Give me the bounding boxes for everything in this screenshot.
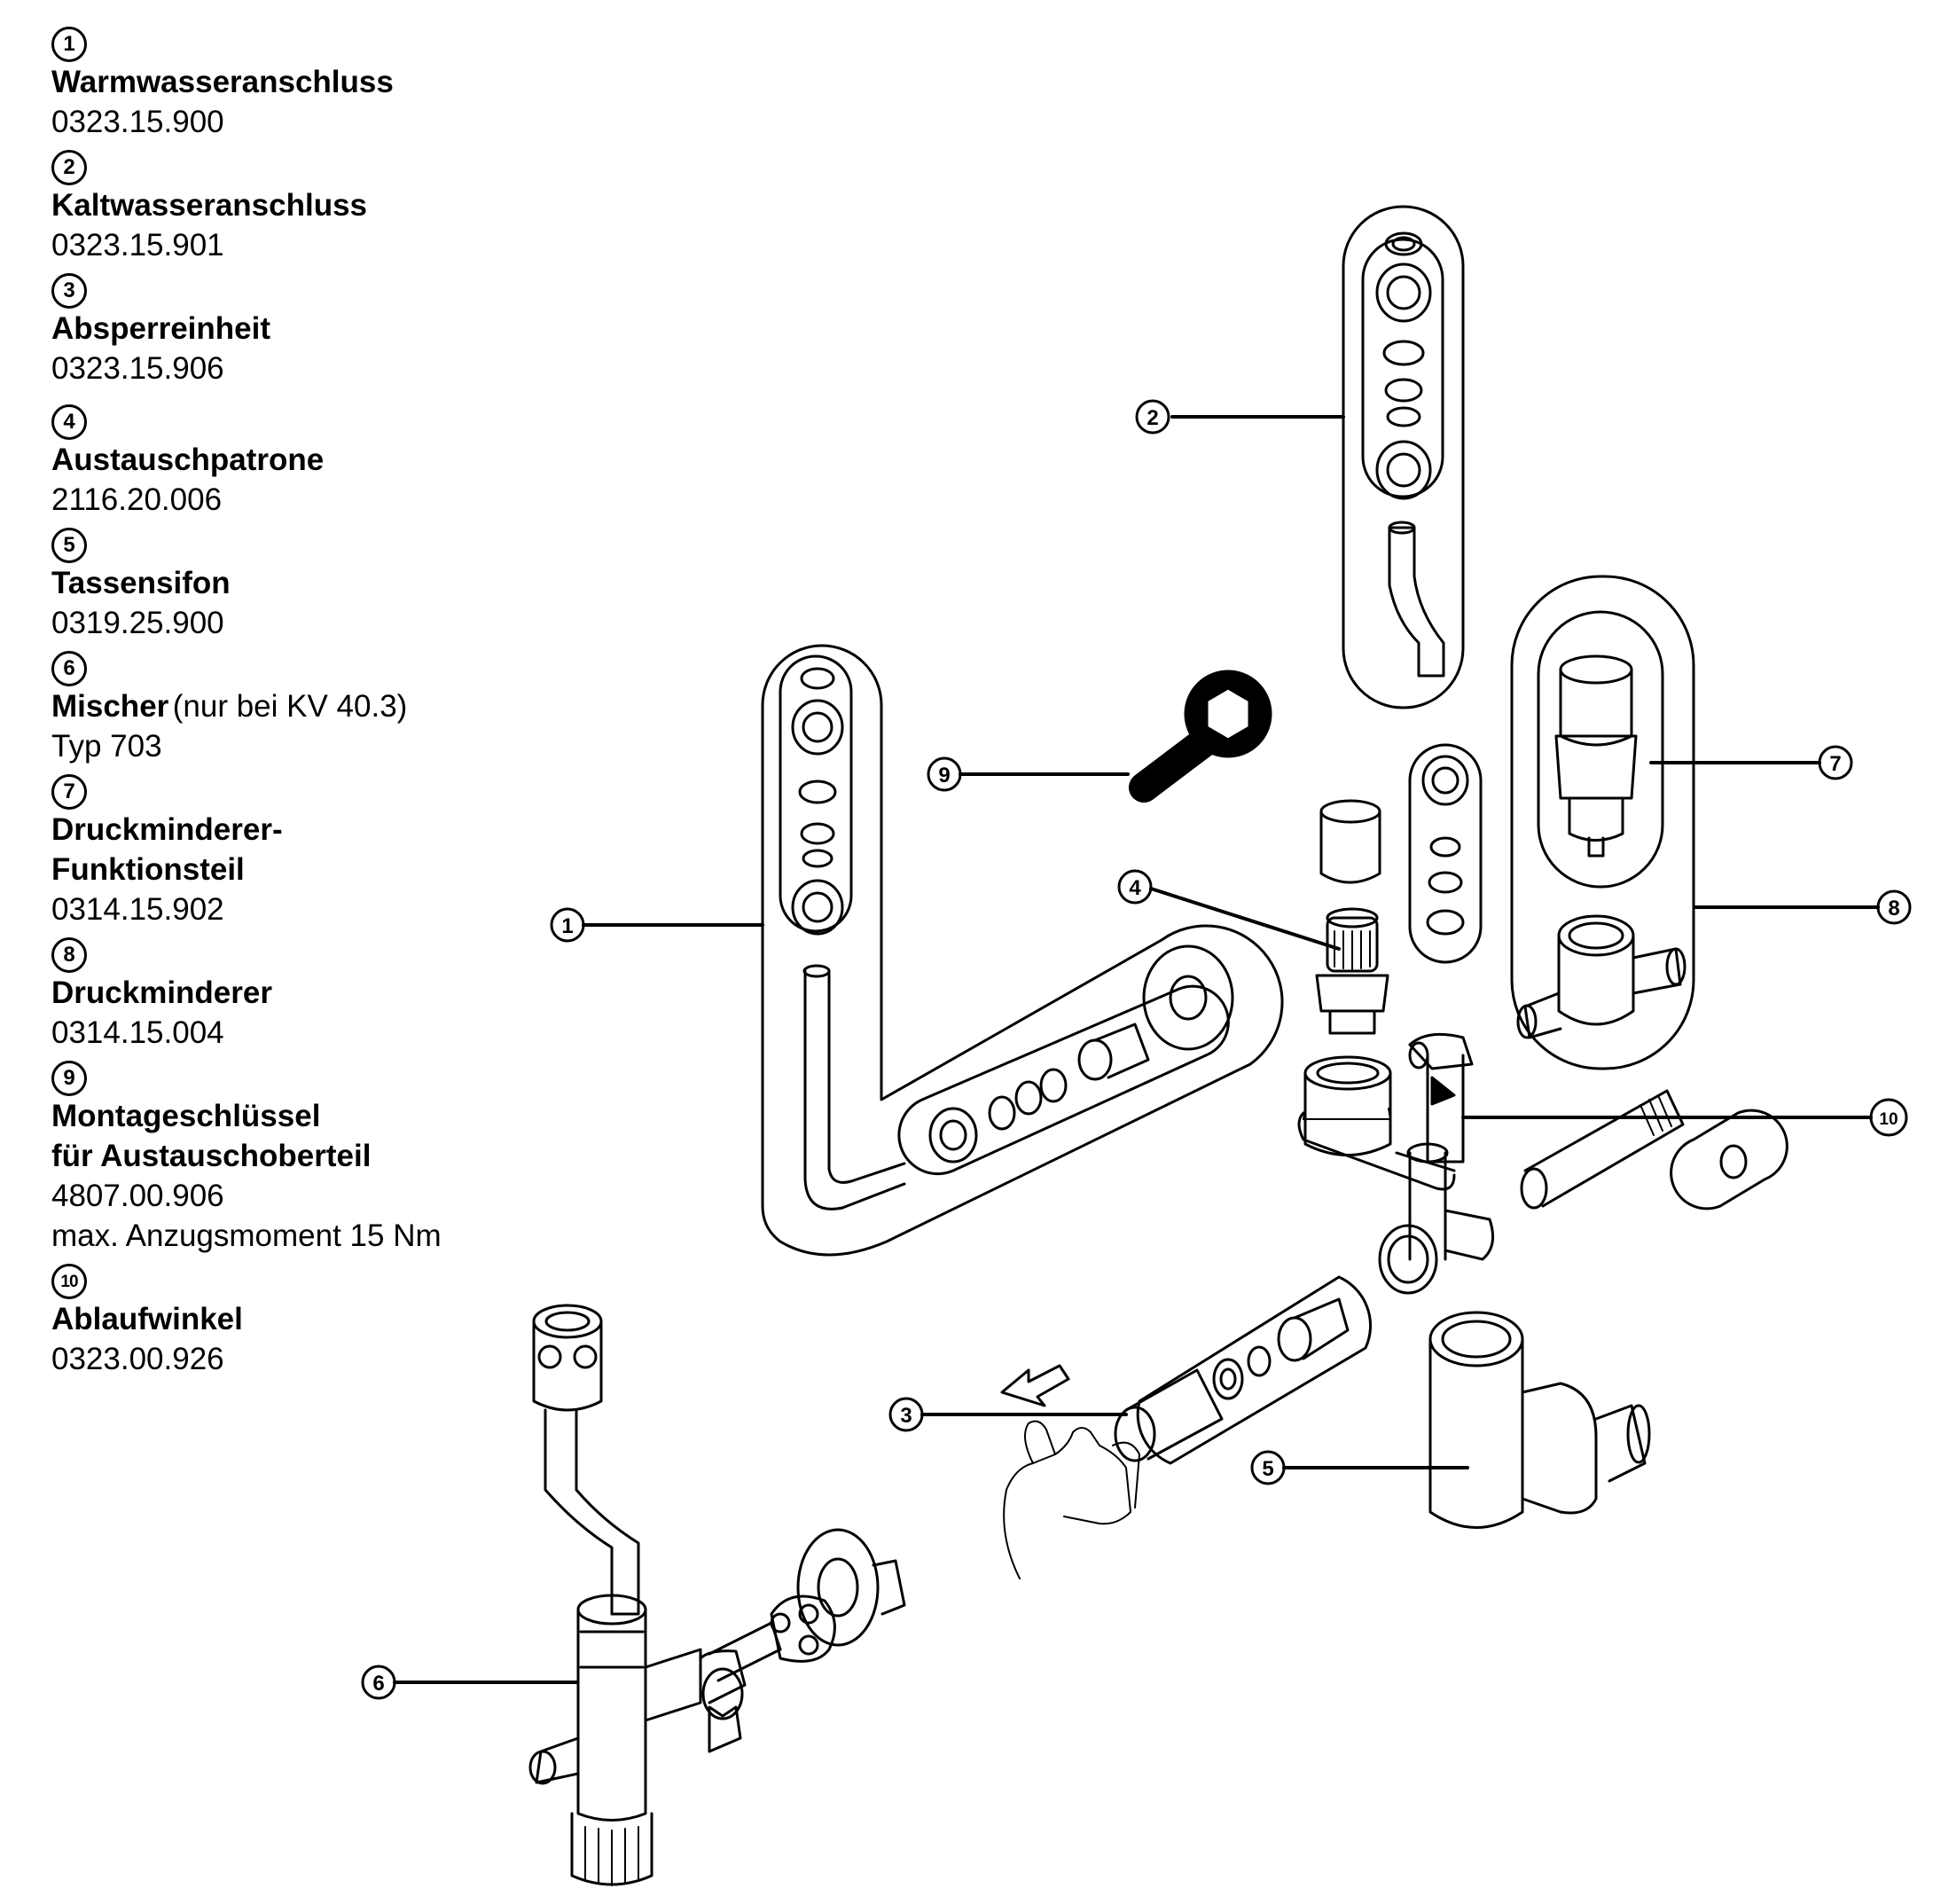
druckminderer-kit	[1510, 575, 1695, 1070]
part-code: Typ 703	[51, 729, 162, 764]
legend-number-badge: 8	[51, 937, 87, 973]
mischer-mixer	[528, 1304, 906, 1886]
legend-entry-3: 3 Absperreinheit 0323.15.906	[51, 273, 513, 388]
part-code: 2116.20.006	[51, 482, 223, 517]
absperreinheit-kit	[1114, 1275, 1373, 1465]
valve-body	[1297, 1055, 1495, 1295]
callout-8-label: 8	[1888, 897, 1899, 921]
leader-line-4	[1149, 887, 1341, 951]
kaltwasseranschluss-kit	[1342, 205, 1465, 709]
callout-4: 4	[1117, 869, 1153, 905]
part-code: 0319.25.900	[51, 606, 224, 640]
legend-number-badge: 2	[51, 150, 87, 185]
part-name: Austauschpatrone	[51, 443, 325, 477]
callout-9: 9	[927, 756, 962, 792]
legend-number-badge: 1	[51, 27, 87, 62]
part-name: Kaltwasseranschluss	[51, 188, 368, 223]
legend-entry-8: 8 Druckminderer 0314.15.004	[51, 937, 513, 1053]
part-name-line2: Funktionsteil	[51, 852, 245, 887]
legend-entry-9: 9 Montageschlüssel für Austauschoberteil…	[51, 1061, 513, 1256]
part-extra-note: max. Anzugsmoment 15 Nm	[51, 1218, 442, 1253]
seal-set-capsule	[1408, 743, 1483, 964]
part-name: Ablaufwinkel	[51, 1302, 243, 1336]
callout-1-label: 1	[561, 914, 573, 938]
callout-2: 2	[1135, 399, 1170, 435]
removal-arrow	[1000, 1364, 1070, 1407]
part-code: 0314.15.004	[51, 1015, 224, 1050]
callout-8: 8	[1876, 889, 1912, 925]
warmwasseranschluss-kit	[761, 644, 1284, 1257]
part-code: 0323.15.901	[51, 228, 224, 262]
austauschpatrone-cartridge	[1315, 799, 1389, 1035]
part-code: 0323.00.926	[51, 1342, 224, 1376]
legend-entry-1: 1 Warmwasseranschluss 0323.15.900	[51, 27, 513, 142]
part-name: Montageschlüssel	[51, 1099, 321, 1133]
legend-entry-10: 10 Ablaufwinkel 0323.00.926	[51, 1264, 513, 1379]
legend-entry-7: 7 Druckminderer- Funktionsteil 0314.15.9…	[51, 774, 513, 929]
callout-6-label: 6	[372, 1672, 384, 1696]
callout-6: 6	[361, 1665, 396, 1700]
legend-entry-4: 4 Austauschpatrone 2116.20.006	[51, 404, 513, 520]
legend-number-badge: 6	[51, 651, 87, 686]
parts-legend: 1 Warmwasseranschluss 0323.15.900 2 Kalt…	[51, 27, 513, 1387]
callout-2-label: 2	[1146, 406, 1158, 430]
ablaufwinkel-elbow	[1408, 1032, 1474, 1164]
tassensifon	[1428, 1311, 1651, 1529]
part-name: Tassensifon	[51, 566, 231, 600]
legend-number-badge: 9	[51, 1061, 87, 1096]
part-name: Druckminderer	[51, 976, 272, 1010]
legend-number-badge: 10	[51, 1264, 87, 1299]
callout-7: 7	[1818, 745, 1853, 780]
part-name: Warmwasseranschluss	[51, 65, 394, 99]
callout-7-label: 7	[1829, 752, 1841, 776]
part-name: Absperreinheit	[51, 311, 270, 346]
callout-5: 5	[1250, 1450, 1286, 1485]
legend-number-badge: 5	[51, 528, 87, 563]
legend-entry-2: 2 Kaltwasseranschluss 0323.15.901	[51, 150, 513, 265]
part-code: 0323.15.906	[51, 351, 224, 386]
callout-3-label: 3	[900, 1404, 912, 1428]
part-code: 4807.00.906	[51, 1179, 224, 1213]
part-name: Druckminderer-	[51, 812, 283, 847]
callout-10: 10	[1869, 1098, 1908, 1137]
hands-illustration	[1003, 1420, 1140, 1579]
threaded-nipple-and-rosette	[1520, 1089, 1788, 1211]
callout-9-label: 9	[938, 764, 950, 787]
part-code: 0314.15.902	[51, 892, 224, 927]
callout-1: 1	[550, 907, 585, 943]
part-note: (nur bei KV 40.3)	[172, 689, 408, 724]
legend-number-badge: 4	[51, 404, 87, 440]
part-name-line2: für Austauschoberteil	[51, 1139, 372, 1173]
callout-10-label: 10	[1879, 1110, 1898, 1129]
legend-entry-6: 6 Mischer (nur bei KV 40.3) Typ 703	[51, 651, 513, 766]
part-name: Mischer	[51, 689, 169, 724]
legend-number-badge: 7	[51, 774, 87, 810]
legend-entry-5: 5 Tassensifon 0319.25.900	[51, 528, 513, 643]
callout-4-label: 4	[1129, 876, 1141, 900]
part-code: 0323.15.900	[51, 105, 224, 139]
callout-3: 3	[888, 1397, 924, 1432]
montageschluessel-wrench	[1129, 670, 1272, 803]
callout-5-label: 5	[1262, 1457, 1273, 1481]
legend-number-badge: 3	[51, 273, 87, 309]
